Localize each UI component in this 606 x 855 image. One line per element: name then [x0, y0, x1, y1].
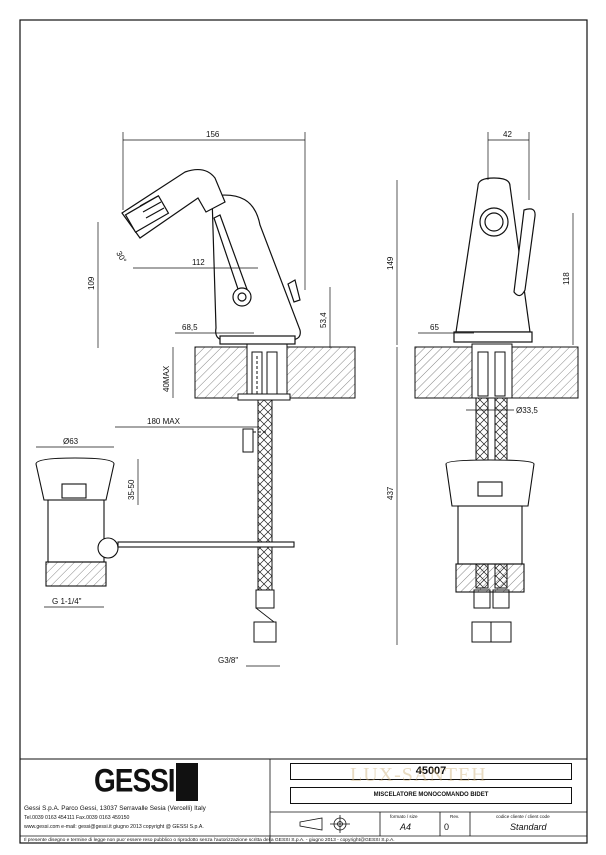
client-code-label: codice cliente / client code	[496, 814, 550, 819]
dim-waste-height: 35-50	[127, 479, 136, 500]
rev-label: Rev.	[450, 814, 460, 819]
description-box	[290, 787, 572, 804]
side-underdeck	[237, 351, 291, 643]
drawing-frame	[19, 19, 588, 844]
mixer-front-view	[453, 177, 536, 343]
disclaimer: Il presente disegno e termine di legge n…	[24, 838, 395, 843]
dim-waste-thread: G 1-1/4"	[52, 597, 82, 606]
dim-spout-reach: 112	[192, 258, 205, 267]
dim-height: 109	[87, 276, 96, 290]
company-web: www.gessi.com e-mail: gessi@gessi.it giu…	[24, 824, 204, 830]
product-code: 45007	[415, 765, 447, 777]
title-block-lines	[20, 759, 587, 843]
format-label: formato / size	[390, 814, 418, 819]
dim-spray-angle: 30°	[114, 250, 128, 265]
front-waste	[445, 459, 535, 593]
dim-pop-up-rod: 180 MAX	[147, 417, 181, 426]
waste-detail	[35, 457, 295, 587]
dimension-lines	[36, 132, 574, 667]
dim-waste-diameter: Ø63	[63, 437, 79, 446]
rev-value: 0	[444, 822, 450, 832]
company-phone: Tel.0039 0163 454111 Fax.0039 0163 45915…	[24, 815, 130, 821]
gessi-logo: GESSI	[94, 763, 202, 801]
format-value: A4	[400, 822, 412, 832]
dim-base-offset: 68,5	[182, 323, 198, 332]
logo-block	[176, 763, 198, 801]
dim-shank-diameter: Ø33,5	[516, 406, 538, 415]
dim-inlet-thread: G3/8"	[218, 656, 238, 665]
code-box	[290, 763, 572, 780]
logo-text: GESSI	[94, 762, 176, 799]
dim-overall-length: 156	[206, 130, 220, 139]
dim-hose-length: 437	[386, 486, 395, 500]
dim-overall-height: 149	[386, 256, 395, 270]
company-address: Gessi S.p.A. Parco Gessi, 13037 Serraval…	[24, 805, 206, 812]
dim-base-width: 65	[430, 323, 439, 332]
product-description: MISCELATORE MONOCOMANDO BIDET	[373, 792, 489, 798]
dim-deck-thickness: 40MAX	[162, 365, 171, 392]
dim-lever-height-front: 118	[562, 272, 571, 285]
watermark: LUX-SANTEH	[350, 764, 487, 786]
projection-symbol-icon	[299, 815, 350, 833]
dim-lever-height-side: 53,4	[319, 312, 328, 328]
client-code-value: Standard	[510, 822, 547, 832]
mixer-side-view	[121, 168, 301, 345]
dim-body-width: 42	[503, 130, 512, 139]
